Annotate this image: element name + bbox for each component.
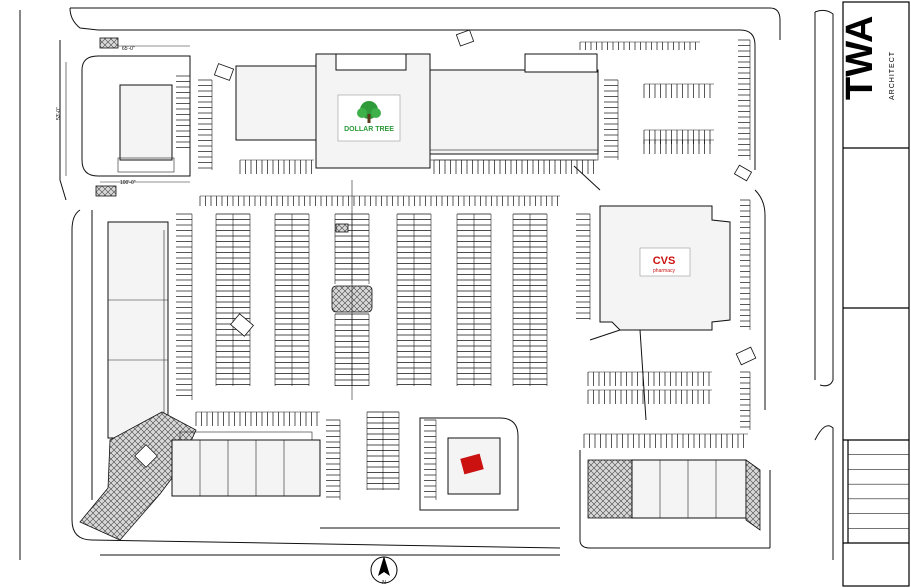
dollar-tree-logo: DOLLAR TREE xyxy=(337,94,401,142)
left-inline-building xyxy=(107,221,169,439)
dim-top-label: 65'-0" xyxy=(122,46,135,52)
parking-stalls xyxy=(176,39,751,500)
cvs-drive-thru xyxy=(573,165,647,421)
logo-sub: ARCHITECT xyxy=(889,51,896,100)
main-anchor-building xyxy=(235,53,599,169)
corner-plaza xyxy=(79,411,197,541)
north-arrow-label: N xyxy=(382,580,386,586)
cvs-building: CVS pharmacy xyxy=(599,205,731,331)
center-island xyxy=(331,180,373,400)
bottom-right-shops xyxy=(579,450,761,540)
dollar-tree-label: DOLLAR TREE xyxy=(344,126,394,133)
cvs-label: CVS xyxy=(653,255,676,267)
logo-main: TWA xyxy=(839,16,881,100)
dim-side-label: 53'-0" xyxy=(56,107,62,120)
title-block: TWA ARCHITECT xyxy=(839,1,910,587)
small-pad-building: 65'-0" 53'-0" 100'-0" xyxy=(56,37,191,197)
street-curbs xyxy=(19,7,834,560)
revision-table xyxy=(848,454,909,529)
dim-bottom-label: 100'-0" xyxy=(120,180,136,186)
bottom-inline-shops xyxy=(171,431,321,497)
cvs-sub-label: pharmacy xyxy=(653,268,675,274)
trash-enclosures xyxy=(213,29,757,366)
north-arrow: N xyxy=(370,556,398,586)
outparcel-restaurant xyxy=(419,417,519,511)
